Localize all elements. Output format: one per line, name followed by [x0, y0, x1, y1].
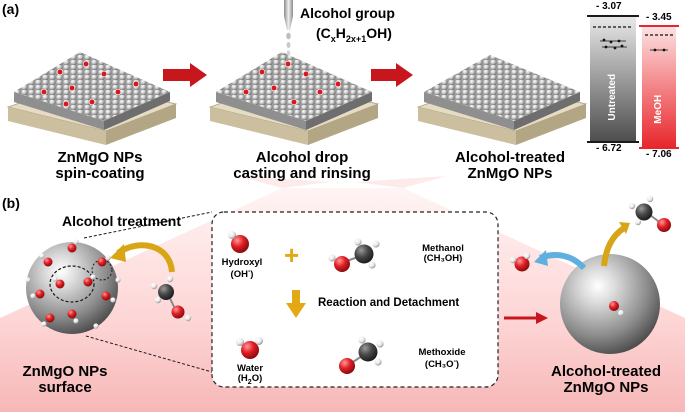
methanol-label: Methanol(CH₃OH)	[422, 243, 464, 264]
alcohol-treatment-label: Alcohol treatment	[62, 213, 182, 229]
panel-b-label: (b)	[2, 195, 20, 211]
untreated-bar-label: Untreated	[606, 73, 618, 121]
slab-drop-casting	[208, 52, 380, 145]
hydroxyl-molecule	[228, 231, 249, 253]
slab-hydroxyl-groups	[40, 60, 342, 108]
energy-bar-meoh	[639, 25, 679, 149]
pipette-icon	[284, 0, 293, 56]
pink-funnel	[238, 176, 447, 188]
reaction-detachment-label: Reaction and Detachment	[318, 297, 460, 309]
methoxide-label: Methoxide (CH₃O-)	[418, 347, 466, 371]
treatment-arrow	[116, 242, 175, 273]
plus-sign: +	[284, 240, 300, 270]
detached-water	[509, 252, 531, 272]
meoh-bar-label: MeOH	[652, 94, 664, 124]
meoh-vbm-value: - 7.06	[646, 149, 672, 160]
slab-alcohol-treated	[416, 55, 588, 145]
process-arrow-2	[371, 63, 413, 87]
energy-bar-untreated	[587, 15, 639, 143]
reaction-down-arrow	[286, 290, 306, 318]
hydroxyl-label: Hydroxyl (OH-)	[221, 257, 263, 281]
detached-methoxide	[628, 195, 671, 232]
meoh-cbm-value: - 3.45	[646, 12, 672, 23]
process-arrow-1	[163, 63, 207, 87]
alcohol-group-title: Alcohol group	[300, 5, 395, 21]
methanol-molecule-left	[150, 275, 192, 322]
reaction-box	[211, 211, 499, 388]
untreated-cbm-value: - 3.07	[596, 1, 622, 12]
slab-spin-coating	[6, 52, 178, 145]
treated-np-sphere	[560, 254, 660, 354]
methanol-molecule	[328, 238, 380, 272]
methoxide-molecule	[339, 336, 384, 374]
result-arrow	[536, 312, 548, 324]
water-molecule	[236, 337, 263, 359]
alcohol-group-formula: (CxH2x+1OH)	[316, 25, 392, 44]
water-label: Water (H2O)	[236, 363, 264, 386]
detach-methoxide-arrow	[601, 225, 626, 267]
np-surface-hydroxyls	[25, 239, 121, 329]
untreated-vbm-value: - 6.72	[596, 143, 622, 154]
panel-a-label: (a)	[2, 1, 20, 17]
